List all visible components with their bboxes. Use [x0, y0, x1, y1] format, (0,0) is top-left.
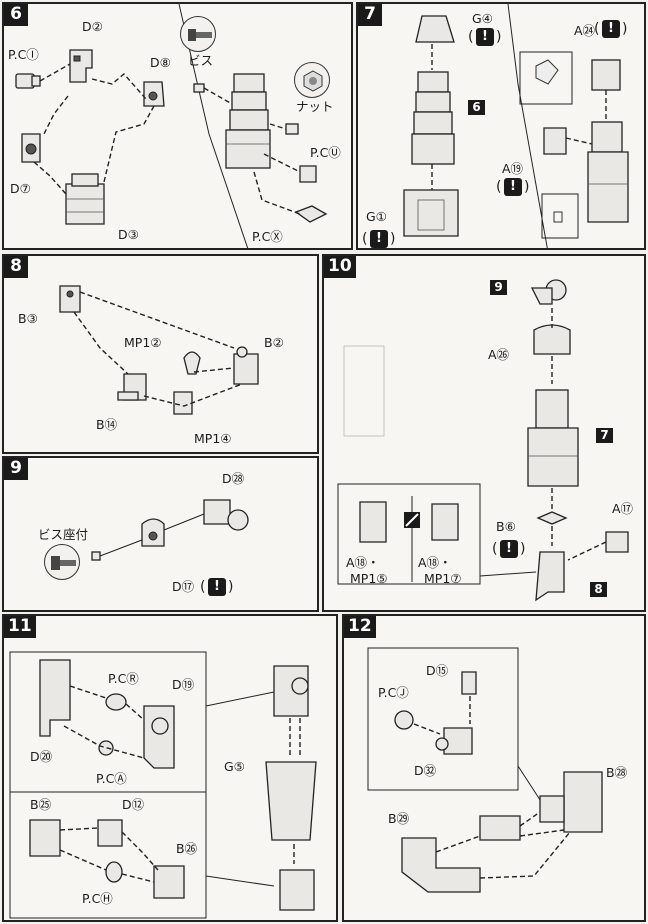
label-d32: D㉜ [414, 763, 437, 778]
label-screw-seat: ビス座付 [38, 527, 89, 542]
warning-icon-g1: ! [370, 230, 388, 248]
label-b14: B⑭ [96, 417, 118, 432]
label-pc-i: P.CⒾ [8, 47, 39, 62]
label-b3: B③ [18, 311, 38, 326]
step-12-number: 12 [344, 616, 376, 638]
step-7-panel: 7 G④ ( ! ) A㉔ ( ! ) 6 A⑲ ( ! ) G① ( ! ) [356, 2, 646, 250]
screw-badge [180, 16, 216, 52]
step-6-panel: 6 ビス ナット P.CⒾ D② D⑧ D⑦ D③ P.CⓊ P.CⓍ [2, 2, 353, 250]
step-11-illustration [9, 651, 317, 919]
label-a26: A㉖ [488, 347, 510, 362]
warn-b6-paren-close: ) [520, 541, 526, 557]
step-12-illustration [367, 647, 603, 893]
step-7-illustration [403, 4, 629, 248]
label-b2: B② [264, 335, 284, 350]
label-pc-r: P.CⓇ [108, 671, 139, 686]
label-pc-a: P.CⒶ [96, 771, 127, 786]
label-d2: D② [82, 19, 103, 34]
label-g5: G⑤ [224, 759, 245, 774]
step-10-panel: 10 9 A㉖ 7 A⑰ B⑥ ( ! ) 8 A⑱・ MP1⑤ A⑱・ MP1… [322, 254, 646, 612]
nut-label: ナット [296, 99, 334, 114]
ref-step-8: 8 [590, 582, 607, 597]
ref-step-6: 6 [468, 100, 485, 115]
warn-g4-paren-open: ( [468, 29, 474, 45]
step-7-number: 7 [358, 4, 382, 26]
step-11-panel: 11 P.CⓇ D⑲ D⑳ P.CⒶ G⑤ B㉕ D⑫ B㉖ P.CⒽ [2, 614, 338, 922]
ref-step-9: 9 [490, 280, 507, 295]
label-a24: A㉔ [574, 23, 596, 38]
warn-a19-paren-open: ( [496, 179, 502, 195]
nut-icon [303, 70, 323, 92]
label-g4: G④ [472, 11, 493, 26]
step-10-illustration [337, 279, 629, 602]
label-b29: B㉙ [388, 811, 410, 826]
label-g1: G① [366, 209, 387, 224]
label-b26: B㉖ [176, 841, 198, 856]
warn-a24-paren-open: ( [594, 21, 600, 37]
step-9-number: 9 [4, 458, 28, 480]
warning-icon-a19: ! [504, 178, 522, 196]
step-9-panel: 9 D㉘ ビス座付 D⑰ ( ! ) [2, 456, 319, 612]
warn-a24-paren-close: ) [622, 21, 628, 37]
label-d3: D③ [118, 227, 139, 242]
step-8-number: 8 [4, 256, 28, 278]
label-d19: D⑲ [172, 677, 195, 692]
warn-g4-paren-close: ) [496, 29, 502, 45]
step-6-number: 6 [4, 4, 28, 26]
label-pc-h: P.CⒽ [82, 891, 113, 906]
screw-seat-icon [51, 556, 76, 570]
label-mp1-4: MP1④ [194, 431, 232, 446]
label-b6: B⑥ [496, 519, 516, 534]
warn-g1-paren-open: ( [362, 231, 368, 247]
screw-icon [188, 29, 212, 41]
label-d12: D⑫ [122, 797, 145, 812]
label-pc-j: P.CⒿ [378, 685, 409, 700]
step-8-illustration [59, 285, 259, 415]
warning-icon-g4: ! [476, 28, 494, 46]
label-a18-mp1-5-bottom: MP1⑤ [350, 571, 388, 586]
warn-g1-paren-close: ) [390, 231, 396, 247]
ref-step-7: 7 [596, 428, 613, 443]
label-d8: D⑧ [150, 55, 171, 70]
warn-b6-paren-open: ( [492, 541, 498, 557]
warn-a19-paren-close: ) [524, 179, 530, 195]
label-mp1-2: MP1② [124, 335, 162, 350]
screw-label: ビス [188, 53, 214, 68]
screw-seat-badge [44, 544, 80, 580]
label-d28: D㉘ [222, 471, 245, 486]
warning-icon-b6: ! [500, 540, 518, 558]
label-d7: D⑦ [10, 181, 31, 196]
step-12-panel: 12 D⑮ P.CⒿ D㉜ B㉘ B㉙ [342, 614, 646, 922]
label-a18-mp1-5-top: A⑱・ [346, 555, 380, 570]
step-9-illustration [91, 499, 249, 561]
label-b28: B㉘ [606, 765, 628, 780]
step-6-illustration [15, 4, 328, 248]
label-b25: B㉕ [30, 797, 52, 812]
label-d17: D⑰ [172, 579, 195, 594]
label-a18-mp1-7-bottom: MP1⑦ [424, 571, 462, 586]
step-8-panel: 8 B③ B② MP1② B⑭ MP1④ [2, 254, 319, 454]
label-a18-mp1-7-top: A⑱・ [418, 555, 452, 570]
step-10-number: 10 [324, 256, 356, 278]
label-pc-x: P.CⓍ [252, 229, 283, 244]
label-pc-u: P.CⓊ [310, 145, 341, 160]
warn-d17-paren-close: ) [228, 579, 234, 595]
label-a17: A⑰ [612, 501, 634, 516]
label-d15: D⑮ [426, 663, 449, 678]
warning-icon-a24: ! [602, 20, 620, 38]
step-11-number: 11 [4, 616, 36, 638]
label-a19: A⑲ [502, 161, 524, 176]
warning-icon-d17: ! [208, 578, 226, 596]
label-d20: D⑳ [30, 749, 53, 764]
warn-d17-paren-open: ( [200, 579, 206, 595]
nut-badge [294, 62, 330, 98]
